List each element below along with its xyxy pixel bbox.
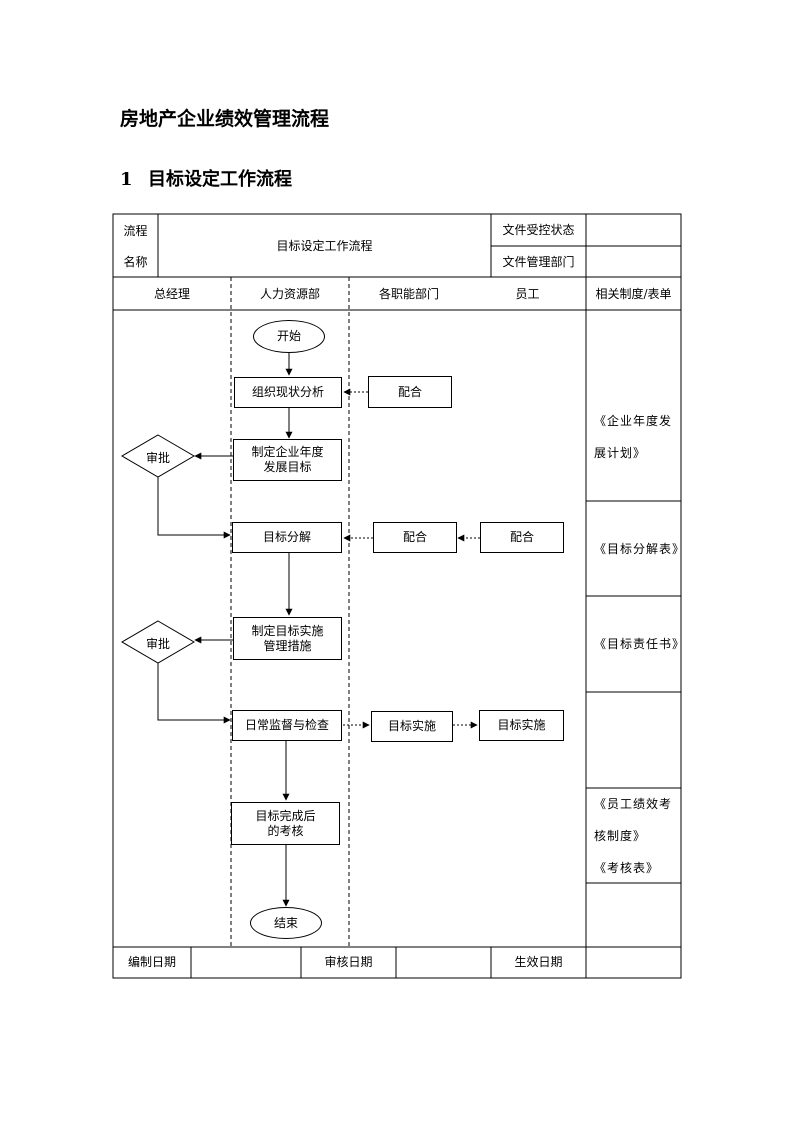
step-decomposition-coop-staff: 配合: [480, 522, 564, 553]
step-decomposition-coop-dept: 配合: [373, 522, 457, 553]
form-ref-annual-plan-line1: 《企业年度发: [594, 414, 673, 428]
step-implementation-measures-line1: 制定目标实施: [251, 623, 324, 638]
form-ref-assessment: 《员工绩效考 核制度》 《考核表》: [594, 788, 680, 884]
form-ref-assessment-line3: 《考核表》: [594, 861, 660, 875]
lane-header-depts: 各职能部门: [378, 287, 439, 301]
form-ref-annual-plan-line2: 展计划》: [594, 446, 647, 460]
step-final-assessment-line2: 的考核: [267, 823, 304, 838]
process-name: 目标设定工作流程: [276, 239, 373, 253]
approve-label-2: 审批: [145, 637, 170, 651]
review-date-label: 审核日期: [324, 955, 373, 969]
end-node: 结束: [250, 907, 322, 939]
lane-header-hr: 人力资源部: [259, 287, 320, 301]
process-label-line1: 流程: [123, 224, 148, 238]
process-label-line2: 名称: [123, 255, 148, 269]
step-final-assessment-line1: 目标完成后: [255, 808, 316, 823]
step-annual-goals-line2: 发展目标: [263, 460, 312, 474]
step-implementation-measures-line2: 管理措施: [263, 638, 312, 653]
step-dept-implementation: 目标实施: [371, 711, 453, 742]
compile-date-label: 编制日期: [127, 955, 176, 969]
step-staff-implementation: 目标实施: [479, 710, 564, 741]
form-ref-decomposition-table: 《目标分解表》: [594, 542, 686, 556]
step-annual-goals: 制定企业年度 发展目标: [233, 439, 342, 481]
form-ref-annual-plan: 《企业年度发 展计划》: [594, 405, 680, 469]
step-annual-goals-line1: 制定企业年度: [251, 445, 324, 459]
form-ref-assessment-line1: 《员工绩效考: [594, 797, 673, 811]
lane-header-gm: 总经理: [153, 287, 190, 301]
file-status-label: 文件受控状态: [502, 223, 575, 237]
document-title: 房地产企业绩效管理流程: [120, 108, 330, 130]
step-situation-coop: 配合: [368, 376, 452, 408]
step-goal-decomposition: 目标分解: [232, 522, 342, 553]
step-situation-analysis: 组织现状分析: [234, 377, 342, 408]
start-node: 开始: [253, 320, 325, 353]
step-daily-supervision: 日常监督与检查: [232, 710, 342, 741]
lane-header-staff: 员工: [515, 287, 540, 301]
section-heading: 1 目标设定工作流程: [120, 165, 292, 191]
section-number: 1: [120, 169, 133, 190]
form-ref-assessment-line2: 核制度》: [594, 829, 647, 843]
file-dept-label: 文件管理部门: [502, 255, 575, 269]
form-ref-responsibility-letter: 《目标责任书》: [594, 637, 686, 651]
section-title: 目标设定工作流程: [148, 169, 292, 190]
step-final-assessment: 目标完成后 的考核: [231, 802, 340, 845]
lane-header-forms: 相关制度/表单: [595, 287, 672, 301]
approve-label-1: 审批: [145, 451, 170, 465]
step-implementation-measures: 制定目标实施 管理措施: [233, 617, 342, 660]
effective-date-label: 生效日期: [514, 955, 563, 969]
